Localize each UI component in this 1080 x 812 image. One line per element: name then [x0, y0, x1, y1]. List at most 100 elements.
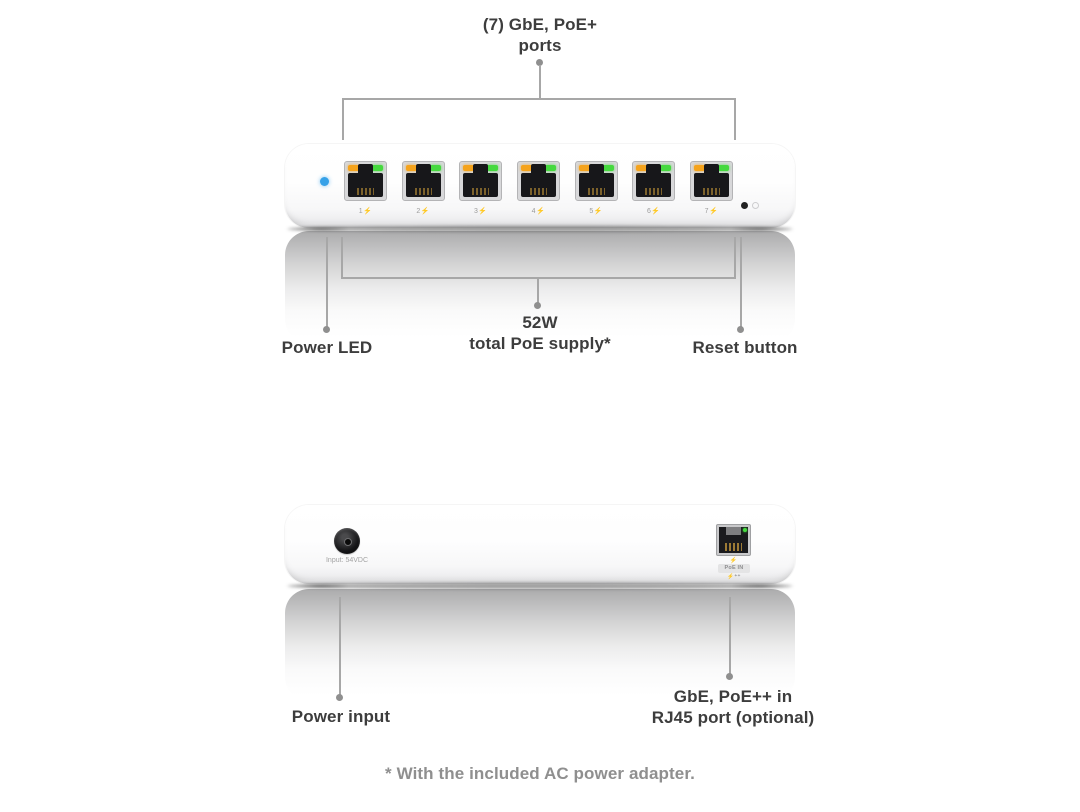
port-number: 5 — [589, 208, 594, 215]
leader-line — [729, 597, 731, 674]
port-tab-slot — [703, 164, 719, 173]
callout-dot — [336, 694, 343, 701]
bracket-line — [341, 237, 343, 279]
orange-led-icon — [520, 165, 532, 171]
callout-dot — [726, 673, 733, 680]
green-led-icon — [743, 528, 747, 532]
callout-power-input: Power input — [291, 707, 391, 726]
orange-led-icon — [578, 165, 590, 171]
port-tab-slot — [473, 164, 489, 173]
orange-led-icon — [636, 165, 648, 171]
dc-power-jack-icon — [334, 528, 360, 554]
bracket-line — [734, 98, 736, 140]
power-led-icon — [320, 177, 329, 186]
callout-dot — [536, 59, 543, 66]
footnote: * With the included AC power adapter. — [385, 764, 695, 783]
poe-in-line1: GbE, PoE++ in — [673, 687, 793, 706]
rj45-port: 6⚡ — [632, 161, 676, 215]
callout-poe-in: GbE, PoE++ in RJ45 port (optional) — [613, 686, 853, 728]
leader-line — [326, 237, 328, 327]
port-opening — [520, 164, 556, 197]
front-contact-shadow — [287, 226, 793, 232]
orange-led-icon — [405, 165, 417, 171]
rj45-port: 3⚡ — [459, 161, 503, 215]
bracket-line — [342, 98, 344, 140]
callout-reset: Reset button — [692, 338, 798, 357]
port-pins — [529, 188, 547, 195]
port-tab-slot — [530, 164, 546, 173]
rj45-poe-in-port — [716, 524, 751, 556]
port-opening — [405, 164, 441, 197]
poe-supply-line1: 52W — [522, 313, 558, 332]
port-opening — [693, 164, 729, 197]
green-led-icon — [544, 165, 556, 171]
orange-led-icon — [348, 165, 359, 171]
port-tab-slot — [646, 164, 662, 173]
poe-lightning-icon: ⚡ — [651, 208, 661, 215]
leader-line — [339, 597, 341, 695]
switch-rear-view — [285, 505, 795, 584]
rear-contact-shadow — [287, 583, 793, 589]
port-pins — [645, 188, 663, 195]
port-pins — [357, 188, 374, 195]
port-number: 6 — [646, 208, 652, 215]
callout-ports: (7) GbE, PoE+ ports — [440, 14, 640, 56]
poe-lightning-icon: ⚡ — [729, 558, 738, 564]
reset-button — [741, 202, 748, 209]
port-pins — [472, 188, 490, 195]
port-pins — [587, 188, 605, 195]
port-number: 1 — [358, 208, 364, 215]
front-reflection — [285, 231, 795, 343]
bracket-line — [734, 237, 736, 279]
green-led-icon — [717, 165, 729, 171]
callout-ports-line2: ports — [518, 36, 562, 55]
poe-lightning-icon: ⚡ — [536, 208, 546, 215]
port-number: 4 — [531, 208, 537, 215]
leader-line — [740, 237, 742, 327]
rj45-port: 4⚡ — [516, 161, 560, 215]
port-opening — [636, 164, 672, 197]
port-number-label: 2⚡ — [403, 207, 444, 215]
port-number-label: 5⚡ — [576, 207, 617, 215]
port-number-label: 3⚡ — [460, 207, 501, 215]
green-led-icon — [429, 165, 441, 171]
green-led-icon — [372, 165, 383, 171]
port-tab-slot — [588, 164, 604, 173]
port-tab-slot — [415, 164, 431, 173]
poe-lightning-icon: ⚡ — [420, 208, 430, 215]
rj45-port: 5⚡ — [574, 161, 618, 215]
rj45-port: 2⚡ — [401, 161, 445, 215]
port-pins — [725, 543, 742, 551]
callout-poe-supply: 52W total PoE supply* — [430, 312, 650, 354]
green-led-icon — [487, 165, 499, 171]
port-number-label: 7⚡ — [691, 207, 732, 215]
poe-lightning-icon: ⚡ — [478, 208, 488, 215]
callout-ports-line1: (7) GbE, PoE+ — [482, 15, 598, 34]
poe-in-badge: PoE IN ⚡⁺⁺ — [718, 564, 750, 580]
poe-lightning-icon: ⚡ — [593, 208, 603, 215]
dc-input-label: Input: 54VDC — [325, 557, 369, 564]
port-number-label: 4⚡ — [518, 207, 559, 215]
poe-supply-line2: total PoE supply* — [469, 334, 611, 353]
port-number-label: 6⚡ — [633, 207, 674, 215]
poe-in-line2: RJ45 port (optional) — [651, 708, 815, 727]
leader-line — [537, 279, 539, 303]
port-number: 3 — [474, 208, 479, 215]
port-number: 7 — [704, 208, 710, 215]
callout-dot — [534, 302, 541, 309]
leader-line — [539, 65, 541, 99]
rj45-port: 7⚡ — [689, 161, 733, 215]
port-number-label: 1⚡ — [345, 207, 386, 215]
port-opening — [348, 164, 383, 197]
bracket-line — [341, 277, 736, 279]
orange-led-icon — [693, 165, 705, 171]
port-number: 2 — [416, 208, 421, 215]
callout-dot — [323, 326, 330, 333]
port-opening — [578, 164, 614, 197]
orange-led-icon — [463, 165, 475, 171]
port-tab-slot — [358, 164, 373, 173]
green-led-icon — [660, 165, 672, 171]
callout-power-led: Power LED — [281, 338, 373, 357]
front-ports-row: 1⚡ 2⚡ — [344, 161, 733, 215]
